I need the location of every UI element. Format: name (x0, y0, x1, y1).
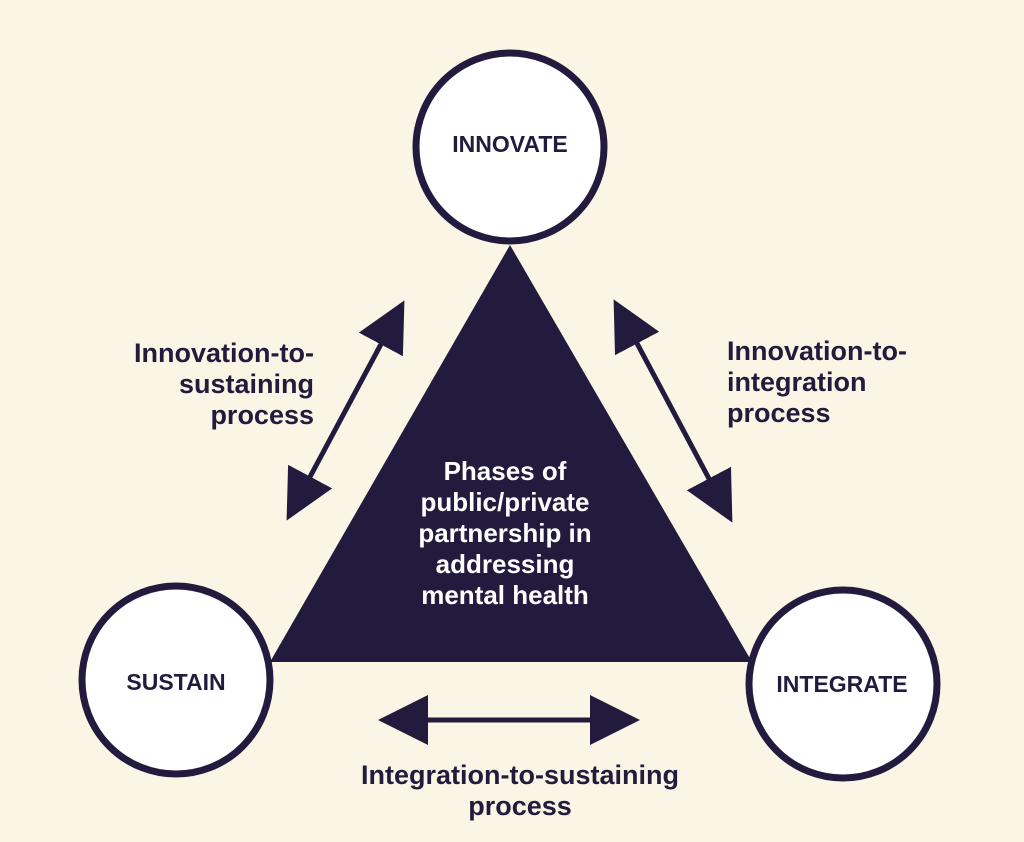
label-line: integration (727, 367, 867, 397)
node-innovate (412, 49, 608, 245)
label-innovation-to-sustaining: Innovation-to- sustaining process (134, 338, 314, 431)
label-line: Integration-to-sustaining (361, 760, 679, 790)
center-title: Phases of public/private partnership in … (380, 456, 630, 611)
label-line: sustaining (178, 369, 314, 399)
label-line: Innovation-to- (134, 338, 314, 368)
arrow-innovation-to-sustaining (286, 300, 405, 521)
label-innovation-to-integration: Innovation-to- integration process (727, 336, 907, 429)
label-integration-to-sustaining: Integration-to-sustaining process (270, 760, 770, 822)
label-line: process (727, 398, 831, 428)
node-innovate-label: INNOVATE (452, 131, 568, 157)
center-title-line: mental health (421, 580, 589, 610)
node-integrate-label: INTEGRATE (776, 671, 908, 697)
node-integrate (745, 586, 941, 782)
central-triangle (270, 245, 752, 662)
center-title-line: addressing (435, 549, 575, 579)
center-title-line: Phases of (443, 456, 567, 486)
arrow-innovation-to-integration (613, 299, 733, 523)
label-line: process (210, 400, 314, 430)
label-line: process (468, 791, 572, 821)
center-title-line: public/private (420, 487, 590, 517)
node-sustain (78, 582, 274, 778)
label-line: Innovation-to- (727, 336, 907, 366)
node-sustain-label: SUSTAIN (126, 669, 226, 695)
center-title-line: partnership in (418, 518, 592, 548)
